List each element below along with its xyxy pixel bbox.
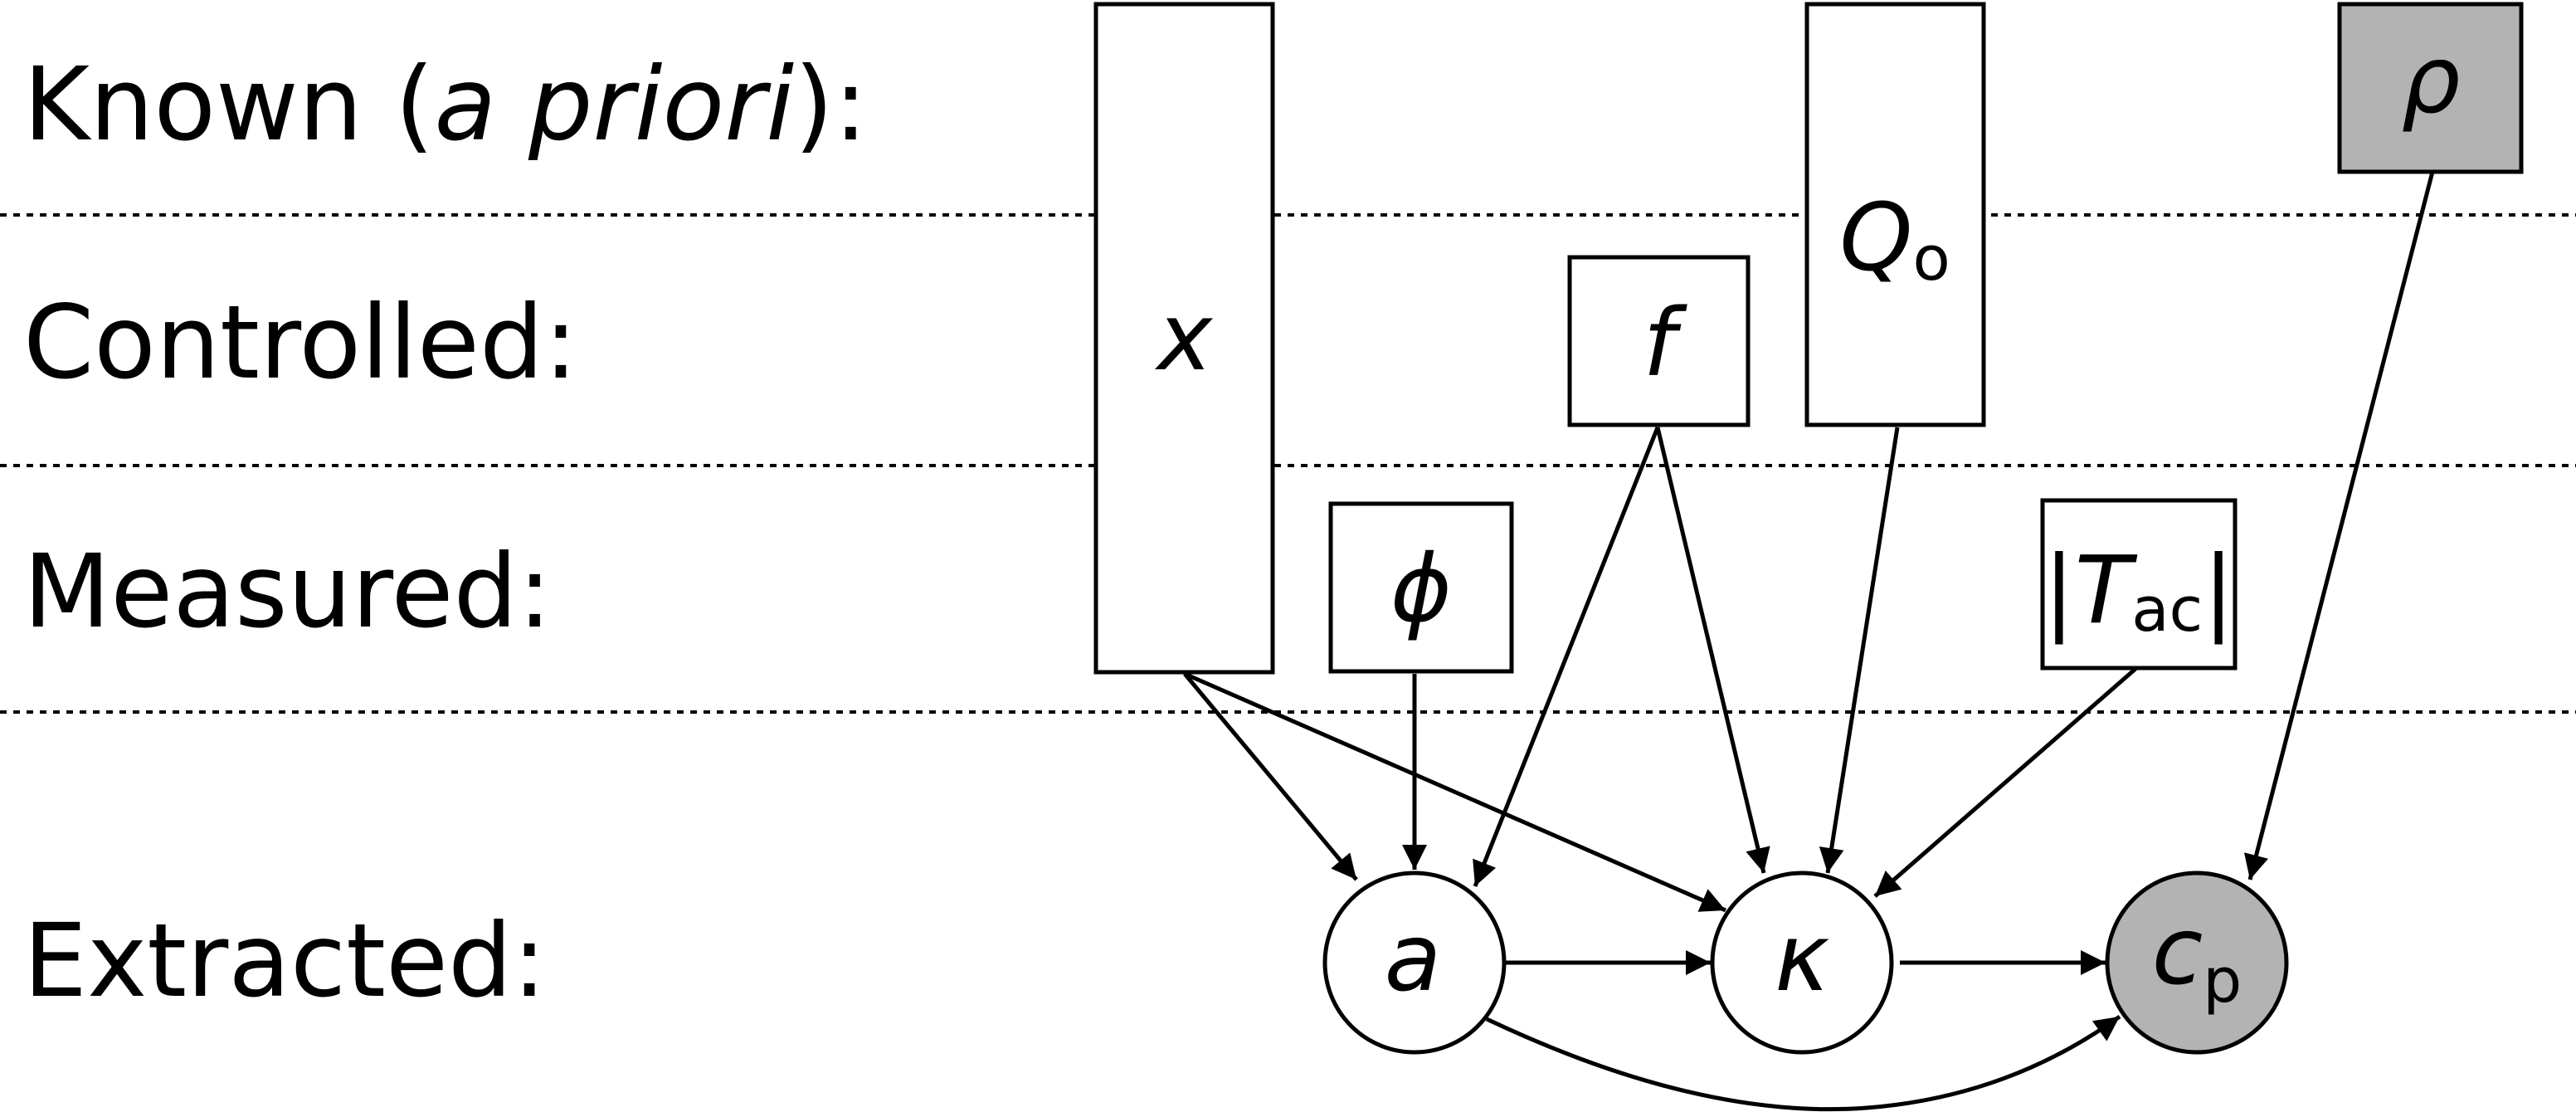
- row-label-known-end: ):: [794, 46, 868, 163]
- edge-x-to-a: [1183, 672, 1358, 881]
- edge-f-to-kappa: [1655, 427, 1770, 874]
- node-phi: ϕ: [1328, 501, 1514, 674]
- edge-Tac-to-kappa: [1873, 667, 2137, 898]
- edge-f-to-a: [1473, 427, 1660, 887]
- node-Tac-box: [2040, 498, 2238, 671]
- row-label-known-italic: a priori: [434, 46, 794, 163]
- node-Qo-box: [1804, 2, 1986, 427]
- row-label-controlled: Controlled:: [23, 284, 578, 402]
- node-kappa-circle: [1710, 871, 1894, 1055]
- node-Qo-symbol: Q: [1839, 184, 1912, 292]
- node-rho-box: [2337, 2, 2524, 174]
- node-cp-symbol: c: [2152, 898, 2203, 1006]
- node-x-symbol: x: [1155, 284, 1214, 392]
- row-label-known-plain: Known (: [23, 46, 434, 163]
- node-a: a: [1322, 871, 1507, 1055]
- node-cp-label: cp: [2152, 898, 2242, 1017]
- node-rho-symbol: ρ: [2401, 27, 2460, 134]
- node-cp-circle: [2105, 871, 2289, 1055]
- node-Tac-bar-left: |: [2043, 537, 2075, 645]
- node-x-box: [1093, 2, 1275, 675]
- node-phi-box: [1328, 501, 1514, 674]
- node-Tac: |Tac|: [2040, 498, 2238, 671]
- node-kappa-symbol: κ: [1775, 905, 1829, 1012]
- node-f: f: [1567, 255, 1751, 427]
- row-label-measured: Measured:: [23, 533, 552, 651]
- edge-a-to-cp: [1485, 1014, 2121, 1112]
- node-Qo: Qo: [1804, 2, 1986, 427]
- node-rho: ρ: [2337, 2, 2524, 174]
- edge-rho-to-cp: [2243, 171, 2435, 880]
- row-labels: Known (a priori): Controlled: Measured: …: [23, 46, 868, 1020]
- node-Qo-label: Qo: [1839, 184, 1950, 295]
- edges: [1183, 171, 2435, 1112]
- edge-Qo-to-kappa: [1819, 427, 1900, 874]
- node-Qo-subscript: o: [1912, 223, 1950, 295]
- node-x: x: [1093, 2, 1275, 675]
- node-a-symbol: a: [1385, 905, 1442, 1012]
- row-label-extracted: Extracted:: [23, 902, 547, 1020]
- node-Tac-subscript: ac: [2131, 574, 2203, 646]
- node-Tac-bar-right: |: [2203, 537, 2234, 645]
- node-Tac-label: |Tac|: [2043, 537, 2234, 646]
- row-separators: [0, 213, 2576, 714]
- row-label-known: Known (a priori):: [23, 46, 868, 163]
- node-f-box: [1567, 255, 1751, 427]
- node-a-circle: [1322, 871, 1507, 1055]
- node-kappa: κ: [1710, 871, 1894, 1055]
- node-Tac-symbol: T: [2075, 537, 2138, 645]
- edge-x-to-kappa: [1183, 671, 1727, 913]
- node-cp: cp: [2105, 871, 2289, 1055]
- node-cp-subscript: p: [2203, 945, 2242, 1017]
- node-phi-symbol: ϕ: [1390, 535, 1452, 643]
